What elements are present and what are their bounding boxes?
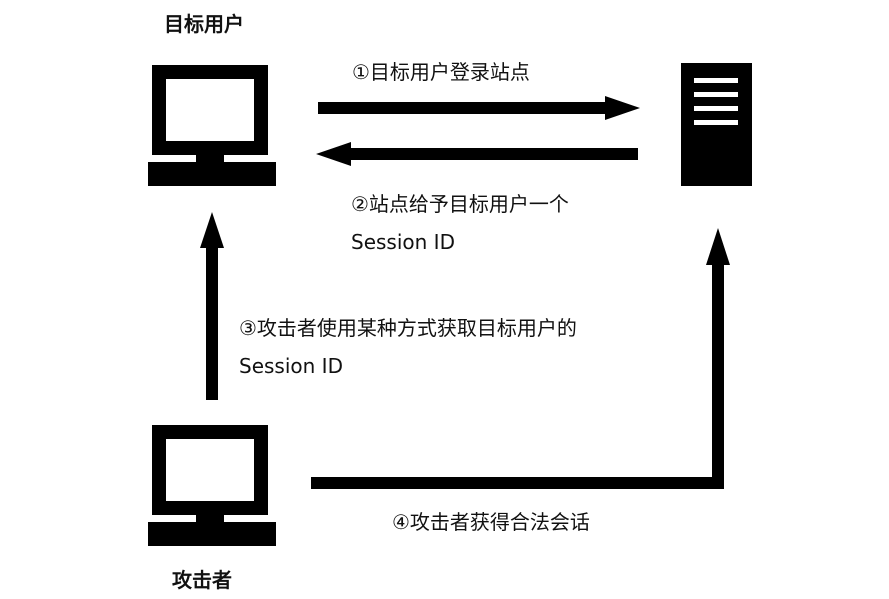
target-user-label: 目标用户	[164, 12, 244, 36]
attacker-computer-icon	[148, 425, 276, 546]
arrow-steal-session	[200, 212, 224, 400]
step2-line2: Session ID	[351, 230, 455, 254]
step3-line1: ③攻击者使用某种方式获取目标用户的	[239, 316, 577, 340]
step2-line1: ②站点给予目标用户一个	[351, 192, 569, 216]
arrow-hijack-session	[311, 228, 730, 489]
step1-label: ①目标用户登录站点	[352, 60, 530, 84]
server-icon	[681, 63, 752, 186]
step3-line2: Session ID	[239, 354, 343, 378]
arrow-login	[318, 96, 640, 120]
step3-label: ③攻击者使用某种方式获取目标用户的 Session ID	[239, 318, 577, 376]
attacker-label: 攻击者	[172, 568, 232, 592]
step4-label: ④攻击者获得合法会话	[392, 510, 590, 534]
target-user-computer-icon	[148, 65, 276, 186]
step2-label: ②站点给予目标用户一个 Session ID	[351, 194, 569, 252]
arrow-session-id	[316, 142, 638, 166]
